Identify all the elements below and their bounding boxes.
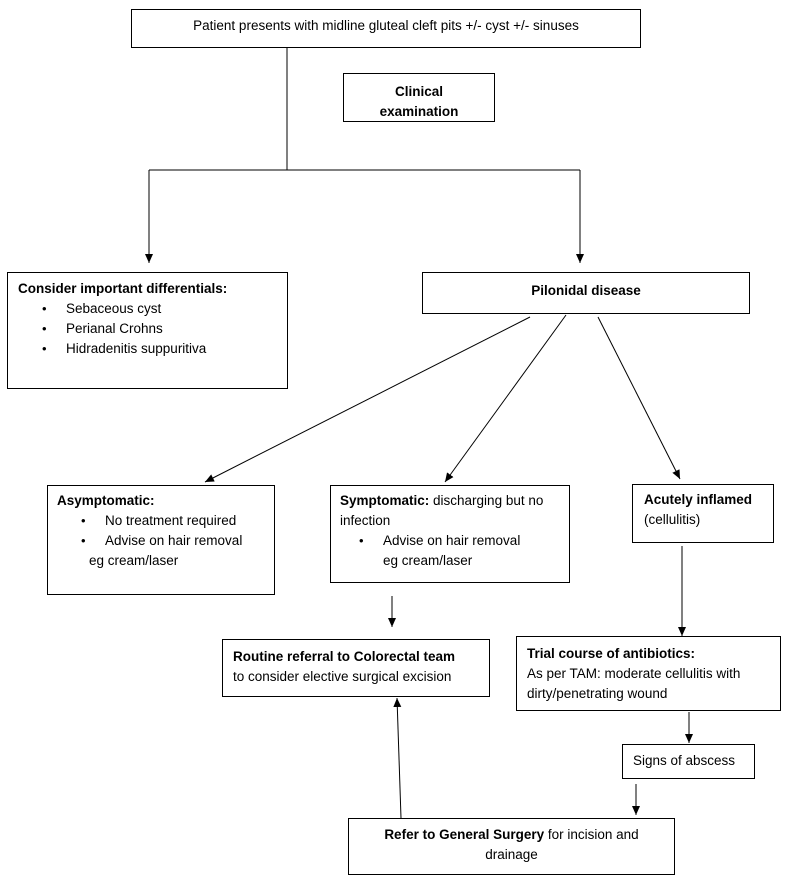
patient-presents-box: Patient presents with midline gluteal cl…: [131, 9, 641, 48]
signs-of-abscess-text: Signs of abscess: [633, 753, 736, 768]
arrow-to-asymptomatic: [204, 316, 531, 483]
routine-referral-box: Routine referral to Colorectal team to c…: [222, 639, 490, 697]
symptomatic-description: discharging but no: [429, 493, 544, 508]
symptomatic-box: Symptomatic: discharging but no infectio…: [330, 485, 570, 583]
routine-referral-sub: to consider elective surgical excision: [233, 669, 452, 684]
acutely-inflamed-sub: (cellulitis): [644, 512, 701, 527]
signs-of-abscess-box: Signs of abscess: [622, 744, 755, 779]
clinical-examination-text: Clinical examination: [379, 84, 459, 119]
antibiotics-box: Trial course of antibiotics: As per TAM:…: [516, 636, 781, 711]
arrow-to-symptomatic: [444, 314, 567, 483]
asymptomatic-list: No treatment required Advise on hair rem…: [81, 511, 274, 551]
antibiotics-line1: As per TAM: moderate cellulitis with: [527, 666, 741, 681]
arrow-general-to-routine: [393, 697, 402, 819]
arrow-to-acute: [597, 316, 681, 480]
symptomatic-item: Advise on hair removal: [359, 531, 569, 551]
antibiotics-line2: dirty/penetrating wound: [527, 686, 668, 701]
patient-presents-text: Patient presents with midline gluteal cl…: [193, 18, 579, 33]
differential-item: Perianal Crohns: [42, 319, 287, 339]
general-surgery-box: Refer to General Surgery for incision an…: [348, 818, 675, 875]
differential-item: Hidradenitis suppuritiva: [42, 339, 287, 359]
asymptomatic-item: No treatment required: [81, 511, 274, 531]
asymptomatic-title: Asymptomatic:: [57, 493, 155, 508]
pilonidal-disease-box: Pilonidal disease: [422, 272, 750, 314]
clinical-examination-box: Clinical examination: [343, 73, 495, 122]
symptomatic-item-continued: eg cream/laser: [383, 553, 473, 568]
acutely-inflamed-title: Acutely inflamed: [644, 492, 753, 507]
symptomatic-title: Symptomatic:: [340, 493, 430, 508]
general-surgery-title: Refer to General Surgery: [384, 827, 545, 842]
asymptomatic-item-continued: eg cream/laser: [89, 553, 179, 568]
general-surgery-description: for incision and: [544, 827, 639, 842]
general-surgery-line1: Refer to General Surgery for incision an…: [349, 825, 674, 845]
differentials-list: Sebaceous cyst Perianal Crohns Hidradeni…: [42, 299, 287, 359]
asymptomatic-box: Asymptomatic: No treatment required Advi…: [47, 485, 275, 595]
symptomatic-list: Advise on hair removal: [359, 531, 569, 551]
antibiotics-title: Trial course of antibiotics:: [527, 646, 696, 661]
symptomatic-line2: infection: [340, 513, 391, 528]
acutely-inflamed-box: Acutely inflamed (cellulitis): [632, 484, 774, 543]
differentials-title: Consider important differentials:: [18, 281, 228, 296]
general-surgery-line2: drainage: [485, 847, 538, 862]
asymptomatic-item: Advise on hair removal: [81, 531, 274, 551]
differentials-box: Consider important differentials: Sebace…: [7, 272, 288, 389]
pilonidal-disease-text: Pilonidal disease: [531, 283, 641, 298]
routine-referral-title: Routine referral to Colorectal team: [233, 649, 456, 664]
differential-item: Sebaceous cyst: [42, 299, 287, 319]
symptomatic-line1: Symptomatic: discharging but no: [340, 491, 569, 511]
